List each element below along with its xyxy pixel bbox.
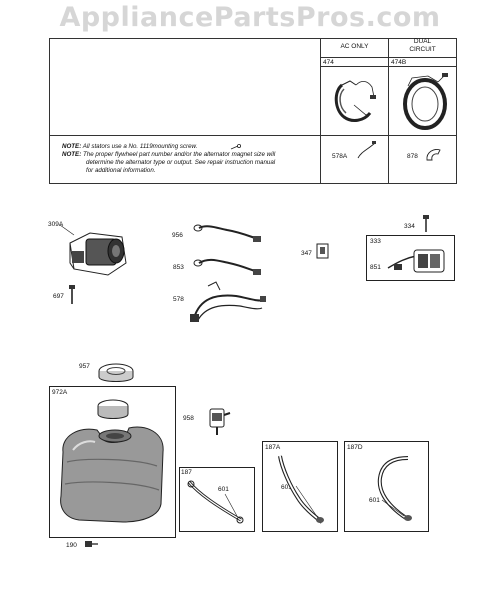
note-1-text: All stators use a No. 1119mounting screw… — [82, 143, 198, 150]
note-2-line-3: for additional information. — [86, 167, 156, 174]
part-label-697: 697 — [53, 293, 64, 300]
starter-motor-309a-illustration — [59, 224, 127, 276]
note-2-line-2: determine the alternator type or output.… — [86, 159, 276, 166]
part-label-333: 333 — [370, 238, 381, 245]
stator-474-illustration — [334, 80, 376, 122]
part-label-957: 957 — [79, 363, 90, 370]
stator-474b-illustration — [403, 73, 448, 130]
col-dual-circuit-header-1: DUAL — [413, 38, 432, 45]
part-label-187d: 187D — [347, 444, 363, 451]
fuel-line-187-box — [179, 467, 255, 532]
fuel-line-187a-box — [262, 441, 338, 532]
part-label-474: 474 — [323, 59, 334, 66]
note-2: NOTE: The proper flywheel part number an… — [62, 151, 275, 159]
part-label-474b: 474B — [391, 59, 407, 66]
part-label-187: 187 — [181, 469, 192, 476]
clip-347-icon — [316, 243, 329, 259]
clamp-190-icon — [85, 541, 98, 547]
note-2-line-1: The proper flywheel part number and/or t… — [82, 151, 276, 158]
part-label-972a: 972A — [52, 389, 68, 396]
ignition-coil-333-illustration — [387, 249, 445, 273]
bolt-697-icon — [69, 285, 75, 304]
col-dual-circuit-header-2: CIRCUIT — [409, 46, 436, 53]
fuel-line-187d-illustration — [377, 456, 412, 521]
part-label-601-c: 601 — [369, 497, 380, 504]
cable-853-illustration — [193, 258, 261, 275]
fuel-line-187a-illustration — [278, 455, 324, 524]
ignition-coil-333-box — [366, 235, 455, 281]
fuel-line-187-illustration — [187, 480, 244, 524]
note-1-label: NOTE: — [62, 143, 82, 150]
note-1: NOTE: All stators use a No. 1119mounting… — [62, 143, 197, 151]
fuel-cap-957-illustration — [98, 363, 134, 382]
clip-878-illustration — [426, 149, 441, 161]
part-label-601-b: 601 — [281, 484, 292, 491]
part-label-187a: 187A — [265, 444, 281, 451]
screw-1119-icon — [230, 143, 242, 150]
part-label-956: 956 — [172, 232, 183, 239]
part-label-334: 334 — [404, 223, 415, 230]
note-2-label: NOTE: — [62, 151, 82, 158]
cable-956-illustration — [193, 224, 261, 242]
harness-578-illustration — [190, 281, 266, 322]
fuel-tank-972a-box — [49, 386, 176, 538]
fuel-filter-958-illustration — [209, 408, 231, 435]
part-label-347: 347 — [301, 250, 312, 257]
col-ac-only-header: AC ONLY — [340, 43, 369, 50]
lead-578a-illustration — [357, 141, 376, 159]
part-label-958: 958 — [183, 415, 194, 422]
part-label-190: 190 — [66, 542, 77, 549]
fuel-tank-972a-illustration — [60, 399, 164, 523]
part-label-578: 578 — [173, 296, 184, 303]
part-label-878: 878 — [407, 153, 418, 160]
watermark: AppliancePartsPros.com — [59, 2, 441, 33]
part-label-851: 851 — [370, 264, 381, 271]
fuel-line-187d-box — [344, 441, 429, 532]
part-label-578a: 578A — [332, 153, 348, 160]
screw-334-icon — [423, 215, 429, 232]
part-label-853: 853 — [173, 264, 184, 271]
part-label-601-a: 601 — [218, 486, 229, 493]
part-label-309a: 309A — [48, 221, 64, 228]
